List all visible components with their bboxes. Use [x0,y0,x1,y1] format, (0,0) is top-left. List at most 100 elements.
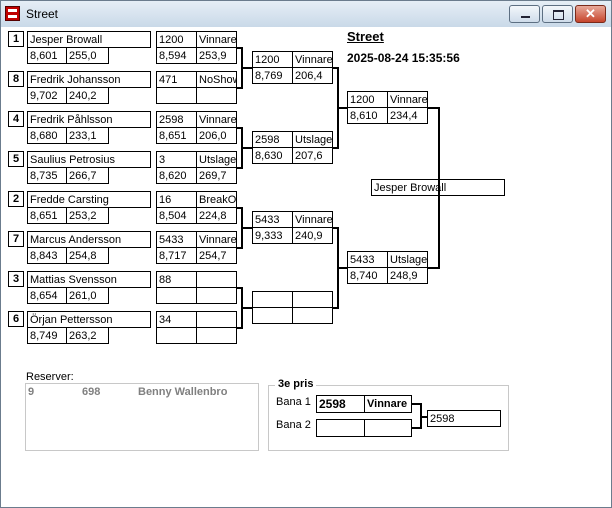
connector-line [333,67,339,69]
racer-time: 9,702 [27,87,67,104]
car-number[interactable]: 1200 [252,51,293,68]
car-number[interactable]: 5433 [347,251,388,268]
lane-1-result: Vinnare [364,395,412,413]
result-speed: 253,9 [196,47,237,64]
result-status: Vinnare [292,211,333,228]
car-number[interactable]: 16 [156,191,197,208]
connector-line [337,107,347,109]
lane-2-car-number[interactable] [316,419,365,437]
seed-number: 6 [8,311,24,327]
third-place-winner[interactable]: 2598 [427,410,501,427]
result-status [196,271,237,288]
result-speed: 254,7 [196,247,237,264]
reserves-list[interactable]: 9 698 Benny Wallenbro [25,383,259,451]
car-number[interactable]: 34 [156,311,197,328]
result-status [292,291,333,308]
racer-speed: 240,2 [66,87,109,104]
connector-line [241,227,252,229]
car-number[interactable]: 2598 [156,111,197,128]
window-title: Street [26,7,59,21]
reserve-name: Benny Wallenbro [138,386,228,398]
car-number[interactable]: 471 [156,71,197,88]
result-time [156,327,197,344]
result-status: NoShow [196,71,237,88]
racer-time: 8,651 [27,207,67,224]
connector-line [237,47,243,49]
seed-number: 2 [8,191,24,207]
result-status: Utslagen [292,131,333,148]
connector-line [237,127,243,129]
connector-line [241,67,252,69]
result-time: 8,610 [347,107,388,124]
car-number[interactable]: 1200 [347,91,388,108]
result-status [196,311,237,328]
result-speed [292,307,333,324]
racer-name[interactable]: Fredrik Johansson [27,71,151,88]
result-status: Utslagen [196,151,237,168]
maximize-button[interactable] [542,5,573,23]
result-time: 8,594 [156,47,197,64]
seed-number: 3 [8,271,24,287]
connector-line [241,147,252,149]
close-button[interactable]: ✕ [575,5,606,23]
racer-name[interactable]: Jesper Browall [27,31,151,48]
result-speed: 269,7 [196,167,237,184]
car-number[interactable]: 1200 [156,31,197,48]
result-time: 8,769 [252,67,293,84]
car-number[interactable]: 5433 [156,231,197,248]
result-speed: 248,9 [387,267,428,284]
racer-name[interactable]: Mattias Svensson [27,271,151,288]
close-icon: ✕ [585,6,596,21]
lane-2-result [364,419,412,437]
lane-1-label: Bana 1 [276,396,311,408]
car-number[interactable]: 3 [156,151,197,168]
lane-1-car-number[interactable]: 2598 [316,395,365,413]
racer-time: 8,680 [27,127,67,144]
car-number[interactable] [252,291,293,308]
result-time: 8,504 [156,207,197,224]
connector-line [333,307,339,309]
result-speed: 240,9 [292,227,333,244]
racer-time: 8,843 [27,247,67,264]
car-number[interactable]: 2598 [252,131,293,148]
racer-name[interactable]: Fredde Carsting [27,191,151,208]
result-status: Vinnare [196,231,237,248]
seed-number: 5 [8,151,24,167]
seed-number: 1 [8,31,24,47]
third-place-label: 3e pris [275,378,317,390]
connector-line [337,267,347,269]
racer-time: 8,601 [27,47,67,64]
racer-name[interactable]: Örjan Pettersson [27,311,151,328]
minimize-icon [521,16,530,18]
connector-line [333,147,339,149]
connector-line [333,227,339,229]
connector-line [428,267,440,269]
result-status: Vinnare [196,111,237,128]
page-title: Street [347,29,384,44]
racer-name[interactable]: Marcus Andersson [27,231,151,248]
result-time [252,307,293,324]
connector-line [237,247,243,249]
racer-speed: 263,2 [66,327,109,344]
bracket-area: Street 2025-08-24 15:35:56 1 Jesper Brow… [1,27,611,507]
result-speed: 207,6 [292,147,333,164]
result-status: Utslagen [387,251,428,268]
minimize-button[interactable] [509,5,540,23]
connector-line [412,403,422,405]
racer-speed: 254,8 [66,247,109,264]
racer-name[interactable]: Fredrik Påhlsson [27,111,151,128]
racer-speed: 255,0 [66,47,109,64]
racer-name[interactable]: Saulius Petrosius [27,151,151,168]
car-number[interactable]: 5433 [252,211,293,228]
result-speed: 224,8 [196,207,237,224]
racer-speed: 253,2 [66,207,109,224]
car-number[interactable]: 88 [156,271,197,288]
result-time: 8,651 [156,127,197,144]
racer-speed: 261,0 [66,287,109,304]
racer-speed: 233,1 [66,127,109,144]
seed-number: 8 [8,71,24,87]
title-bar[interactable]: Street ✕ [1,1,611,28]
connector-line [428,107,440,109]
result-status: Vinnare [387,91,428,108]
racer-time: 8,654 [27,287,67,304]
